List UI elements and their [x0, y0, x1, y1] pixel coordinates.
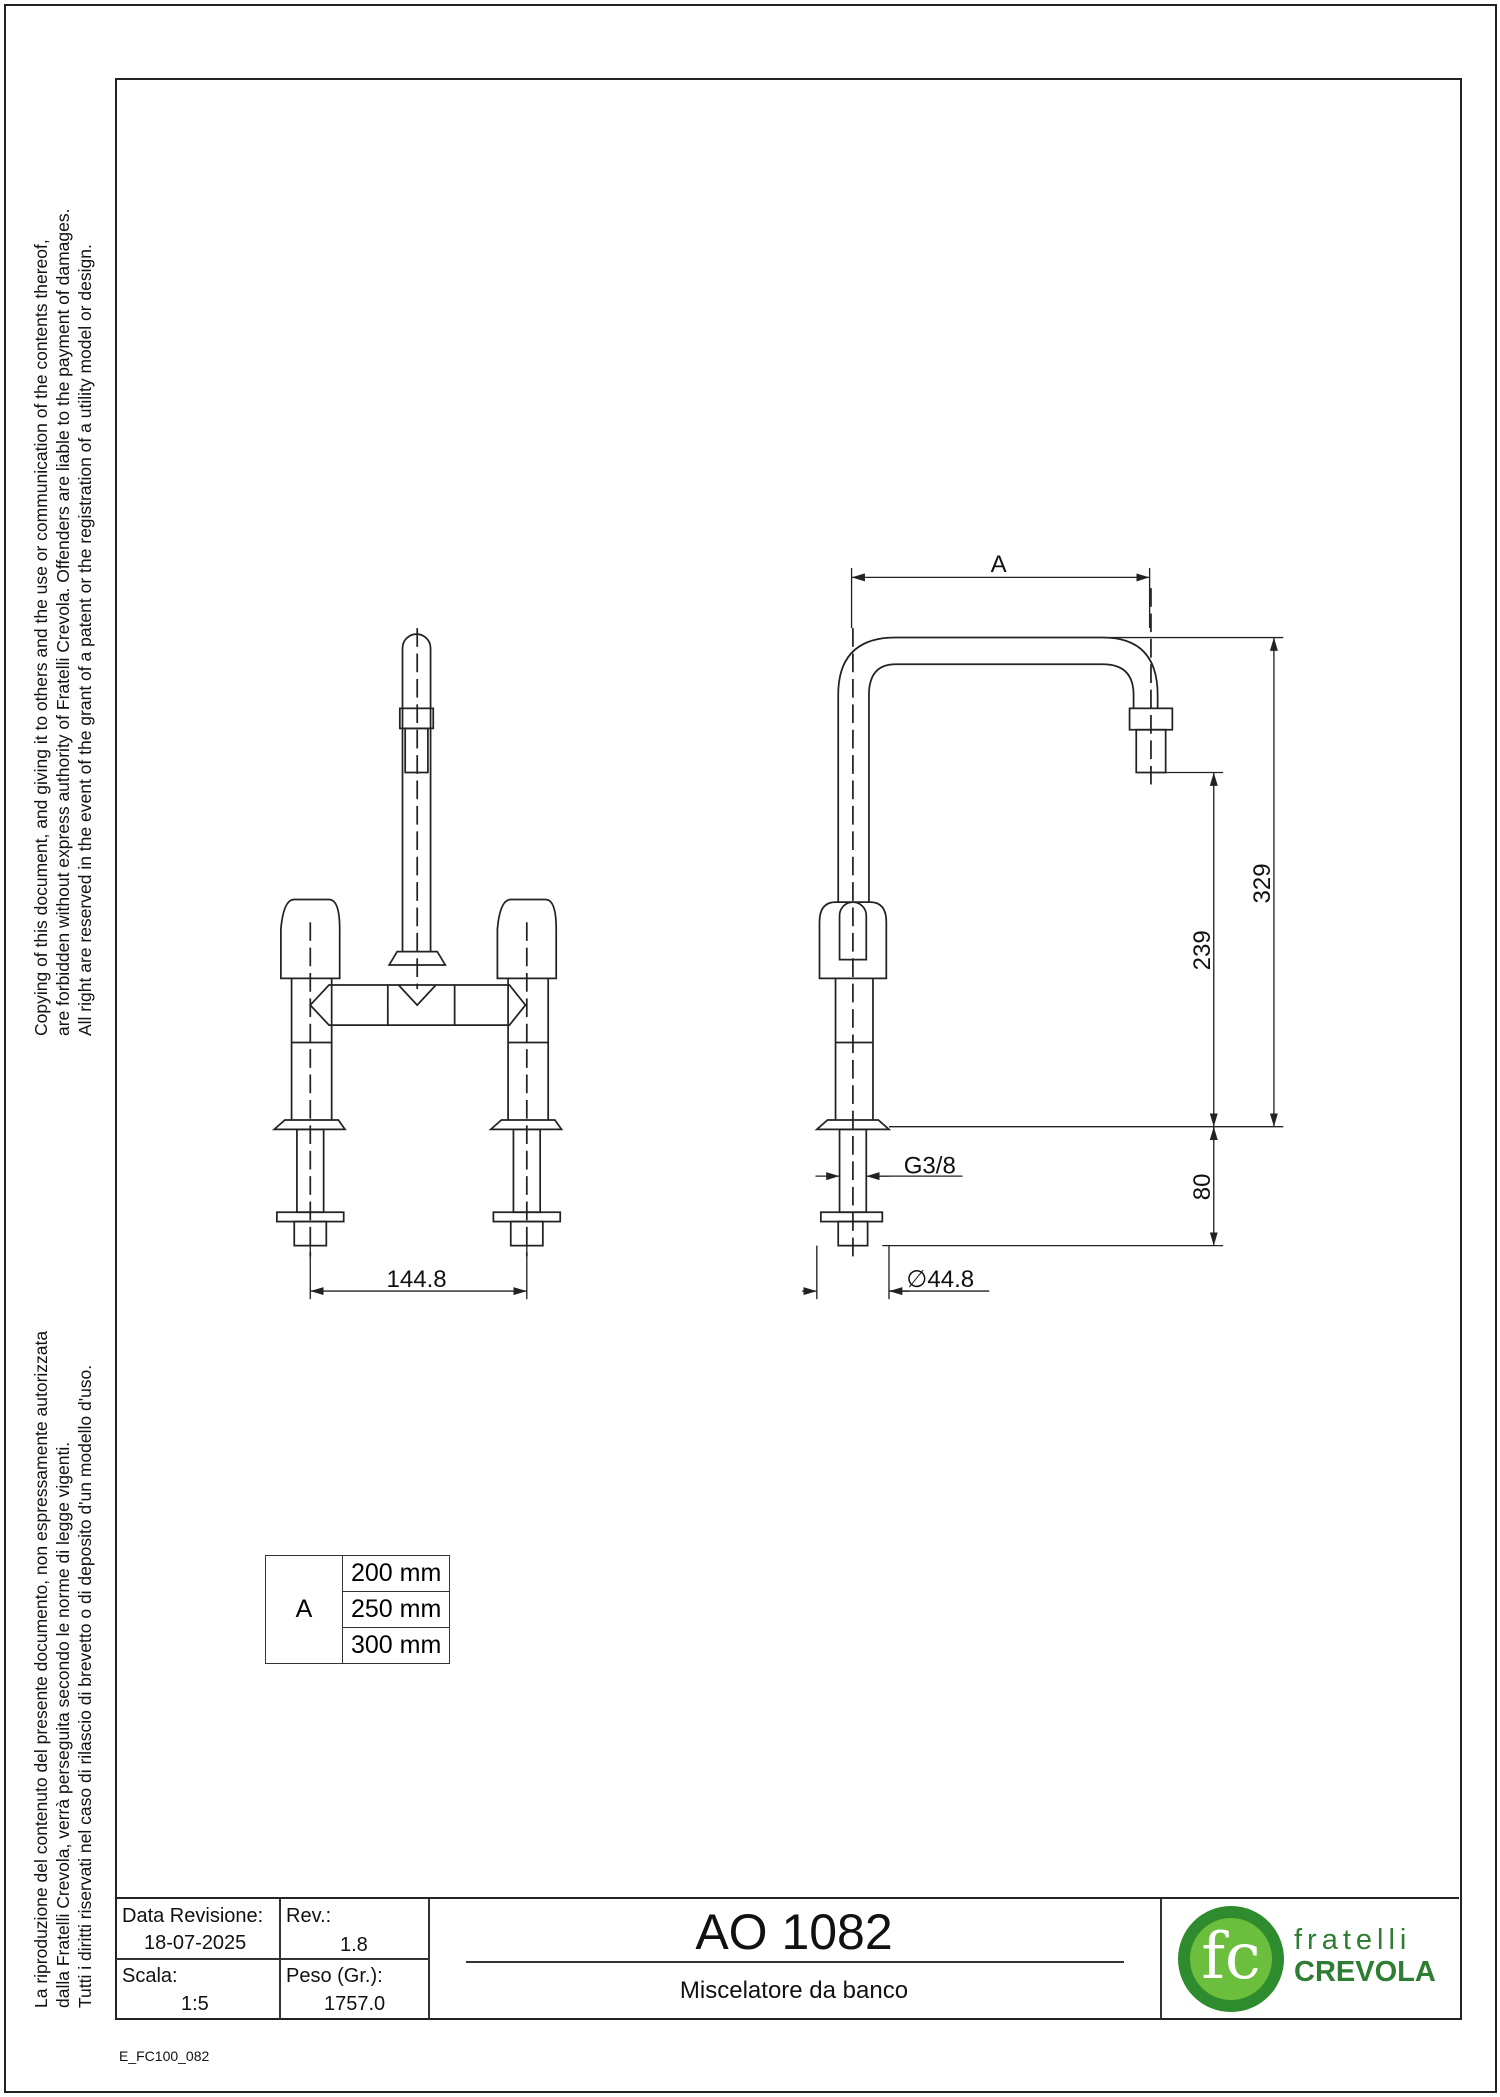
rev-value: 1.8 — [340, 1934, 368, 1956]
dim-329-label: 329 — [1249, 863, 1276, 903]
drawing-code: AO 1082 — [695, 1904, 893, 1960]
diameter-label: ∅44.8 — [906, 1266, 974, 1293]
weight-value: 1757.0 — [324, 1993, 386, 2015]
outer-border — [4, 4, 1497, 2093]
logo-mark: fc — [1178, 1906, 1284, 2012]
scale-value: 1:5 — [181, 1993, 209, 2015]
spacing-label: 144.8 — [386, 1266, 446, 1293]
dim-a-label: A — [991, 551, 1007, 578]
side-view — [814, 588, 1174, 1257]
rev-date: 18-07-2025 — [144, 1932, 247, 1954]
dim-239-label: 239 — [1189, 930, 1216, 970]
thread-label: G3/8 — [904, 1152, 956, 1179]
title-block: Data Revisione: 18-07-2025 Rev.: 1.8 Sca… — [116, 1897, 1459, 2019]
dim-80-label: 80 — [1189, 1173, 1216, 1200]
logo-text-fratelli: fratelli — [1294, 1924, 1412, 1956]
a-table-label: A — [265, 1555, 343, 1664]
drawing-description: Miscelatore da banco — [679, 1977, 909, 2004]
a-value: 300 mm — [341, 1627, 451, 1664]
file-code: E_FC100_082 — [119, 2048, 210, 2064]
weight-label: Peso (Gr.): — [286, 1965, 383, 1987]
a-value: 200 mm — [341, 1555, 451, 1592]
rev-label: Rev.: — [286, 1905, 332, 1927]
front-view — [271, 628, 564, 1257]
drawing-frame — [115, 78, 1462, 2020]
logo-fc: fc — [1190, 1918, 1272, 2000]
rev-date-label: Data Revisione: — [122, 1905, 264, 1927]
dimension-lines — [309, 568, 1284, 1300]
logo-text-crevola: CREVOLA — [1294, 1956, 1436, 1988]
a-value: 250 mm — [341, 1591, 451, 1628]
scale-label: Scala: — [122, 1965, 178, 1987]
